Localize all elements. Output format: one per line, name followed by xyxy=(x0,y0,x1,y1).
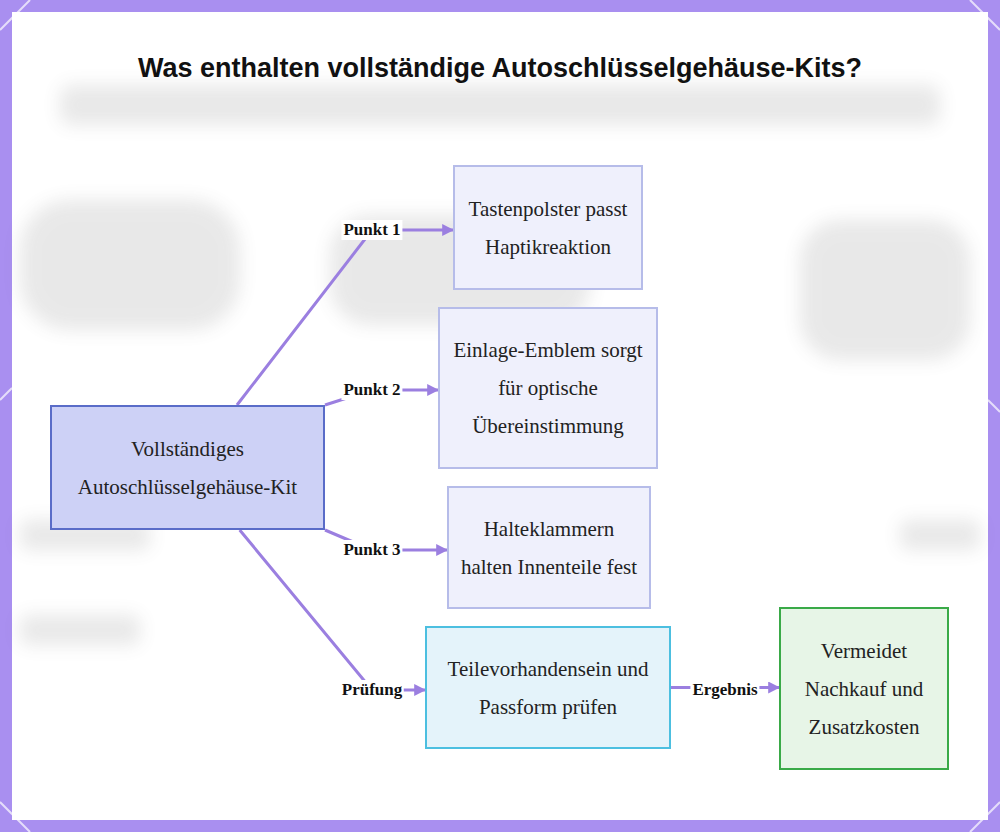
connector-arrow xyxy=(237,230,453,405)
root-box: Vollständiges Autoschlüsselgehäuse-Kit xyxy=(50,405,325,530)
box-text: Tastenpolster passt Haptikreaktion xyxy=(455,190,641,266)
connector-arrow xyxy=(240,530,425,690)
item-box: Halteklammern halten Innenteile fest xyxy=(447,486,651,609)
check-box: Teilevorhandensein und Passform prüfen xyxy=(425,626,671,749)
item-box: Tastenpolster passt Haptikreaktion xyxy=(453,165,643,290)
box-text: Teilevorhandensein und Passform prüfen xyxy=(427,650,669,726)
result-box: Vermeidet Nachkauf und Zusatzkosten xyxy=(779,607,949,770)
box-text: Halteklammern halten Innenteile fest xyxy=(449,510,649,586)
edge-label: Punkt 2 xyxy=(341,380,402,400)
box-text: Einlage-Emblem sorgt für optische Überei… xyxy=(440,331,656,445)
edge-label: Ergebnis xyxy=(690,680,759,700)
edge-label: Punkt 3 xyxy=(341,540,402,560)
diagram-title: Was enthalten vollständige Autoschlüssel… xyxy=(100,52,900,85)
edge-label: Prüfung xyxy=(340,680,404,700)
box-text: Vermeidet Nachkauf und Zusatzkosten xyxy=(781,632,947,746)
item-box: Einlage-Emblem sorgt für optische Überei… xyxy=(438,307,658,469)
edge-label: Punkt 1 xyxy=(341,220,402,240)
box-text: Vollständiges Autoschlüsselgehäuse-Kit xyxy=(52,430,323,506)
